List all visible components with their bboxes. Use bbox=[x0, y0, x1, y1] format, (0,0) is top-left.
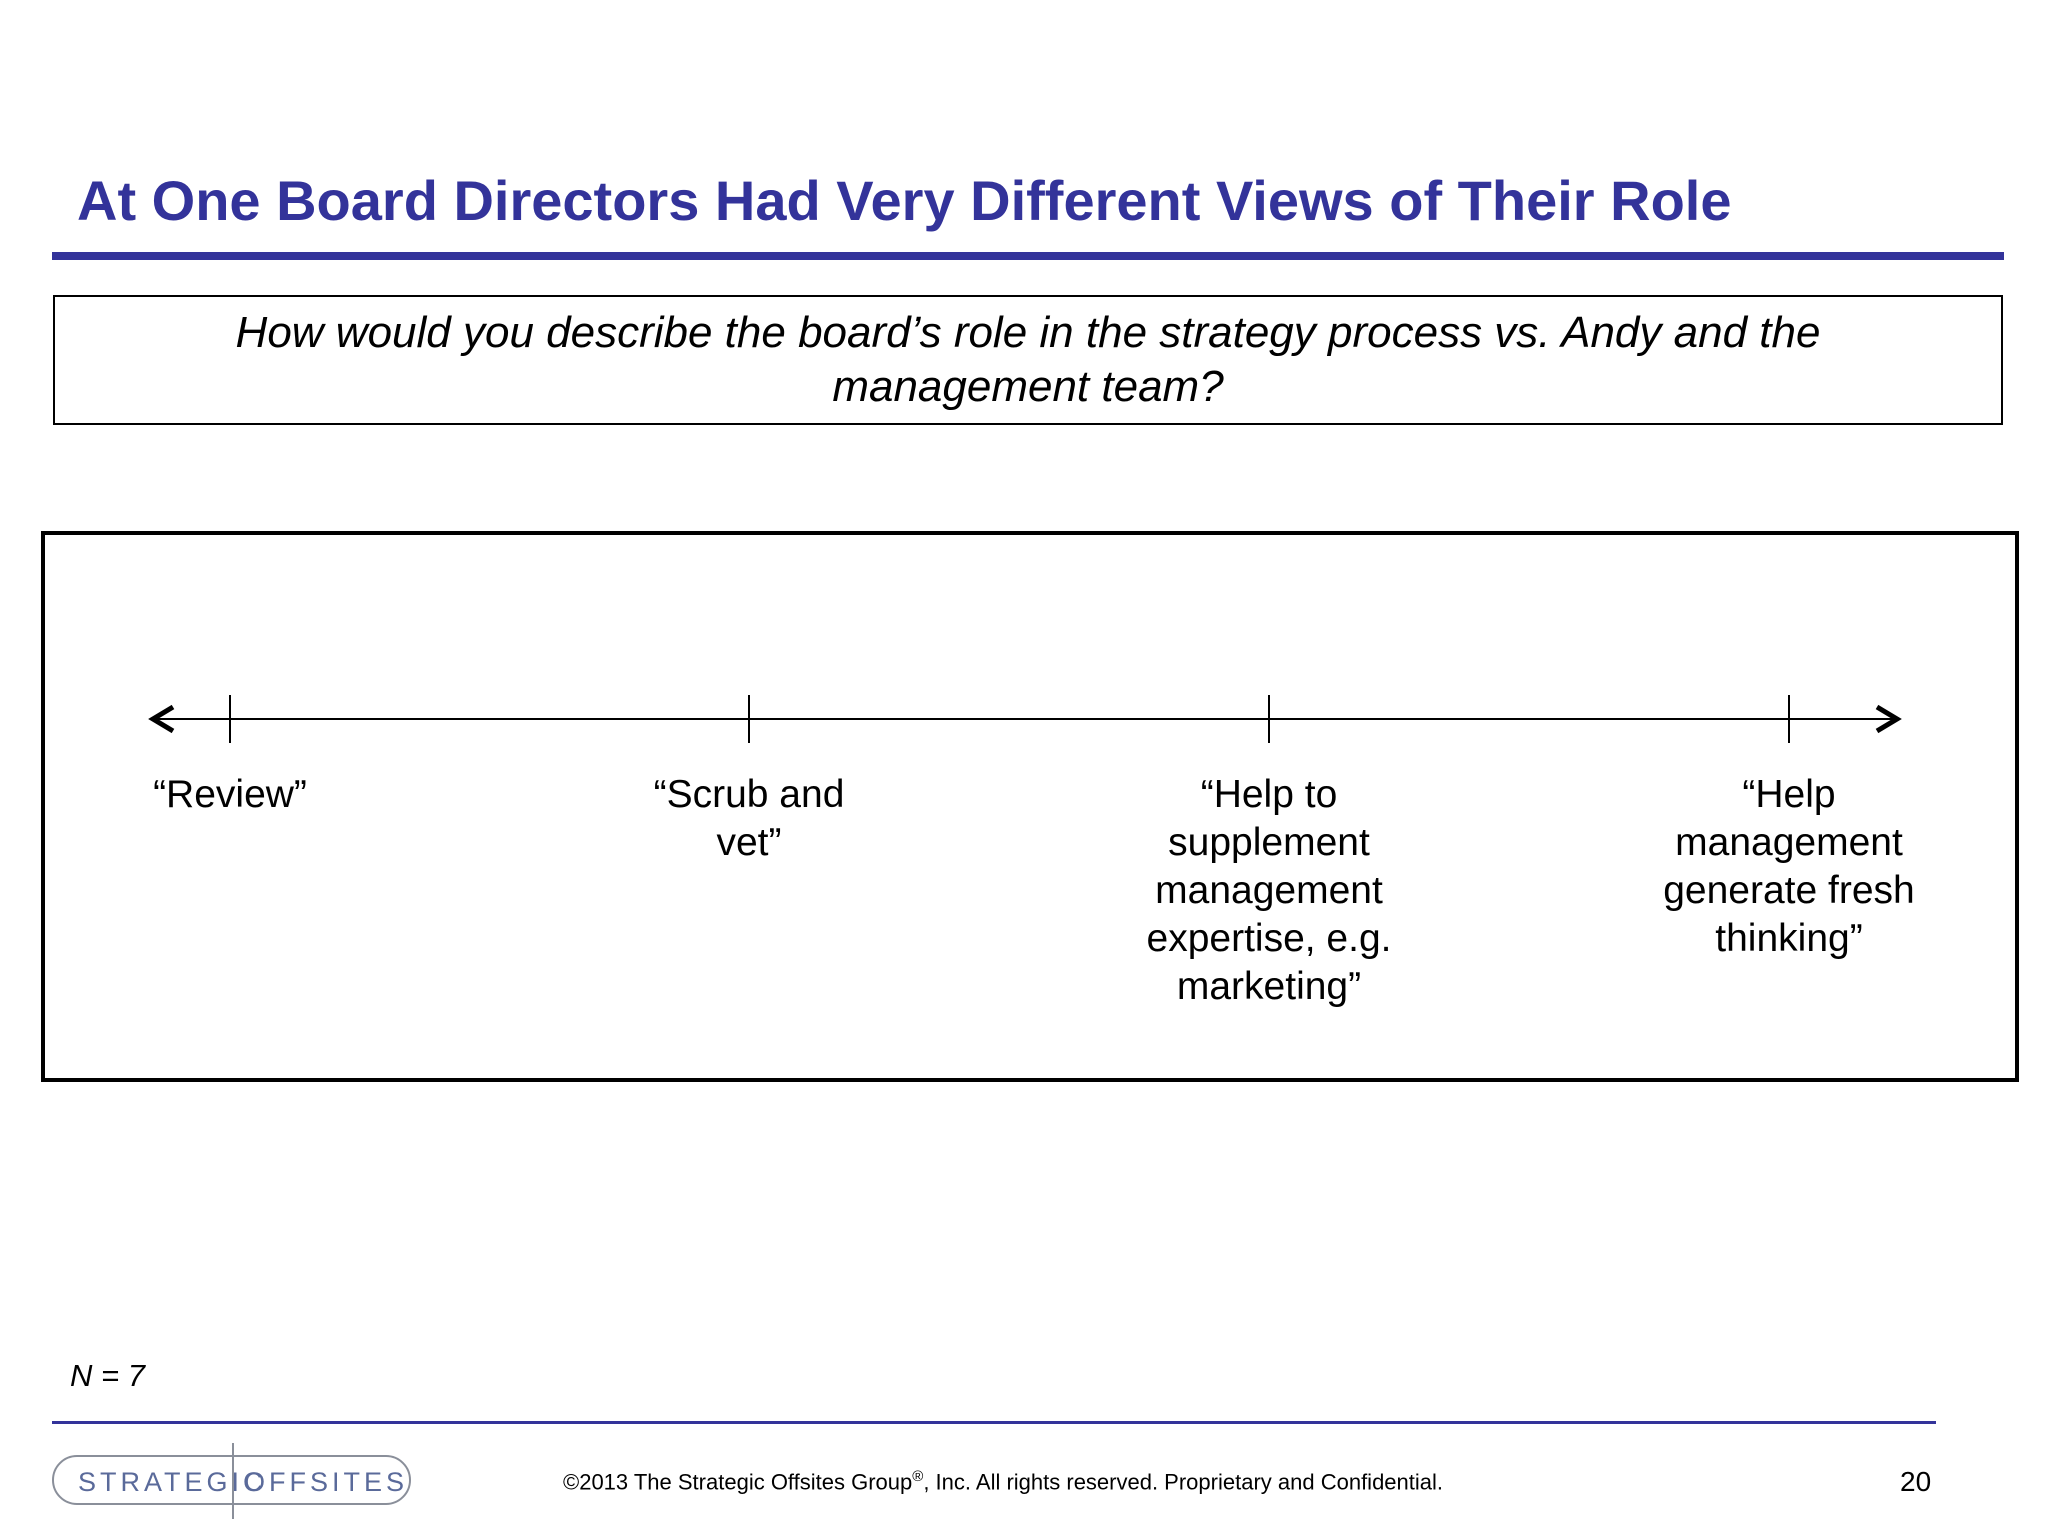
spectrum-label-review: “Review” bbox=[153, 773, 307, 816]
slide-title: At One Board Directors Had Very Differen… bbox=[77, 169, 1732, 232]
spectrum-label-fresh-thinking: “Help management generate fresh thinking… bbox=[1663, 773, 1915, 960]
right-arrow-icon bbox=[1875, 704, 1902, 734]
page-number: 20 bbox=[1900, 1466, 1932, 1497]
spectrum-axis bbox=[148, 695, 1902, 743]
sample-size-note: N = 7 bbox=[70, 1358, 145, 1393]
logo-divider bbox=[232, 1443, 234, 1519]
spectrum-label-supplement-expertise: “Help to supplement management expertise… bbox=[1146, 773, 1392, 1008]
logo-text-right: OFFSITES bbox=[244, 1467, 409, 1497]
strategic-offsites-logo: STRATEGIC OFFSITES bbox=[52, 1443, 411, 1519]
title-divider bbox=[52, 252, 2004, 260]
footer-divider bbox=[52, 1421, 1936, 1424]
question-text: How would you describe the board’s role … bbox=[235, 308, 1821, 411]
spectrum-label-scrub-and-vet: “Scrub and vet” bbox=[653, 773, 845, 864]
spectrum-box: “Review” “Scrub and vet” “Help to supple… bbox=[41, 531, 2019, 1082]
copyright-rights-text: , Inc. All rights reserved. Proprietary … bbox=[923, 1469, 1444, 1495]
question-box: How would you describe the board’s role … bbox=[53, 295, 2003, 425]
registered-mark: ® bbox=[912, 1468, 924, 1485]
left-arrow-icon bbox=[148, 704, 175, 734]
copyright-notice: ©2013 The Strategic Offsites Group®, Inc… bbox=[563, 1468, 1443, 1495]
copyright-text: ©2013 The Strategic Offsites Group bbox=[563, 1469, 913, 1495]
logo-text-left: STRATEGIC bbox=[78, 1467, 267, 1497]
